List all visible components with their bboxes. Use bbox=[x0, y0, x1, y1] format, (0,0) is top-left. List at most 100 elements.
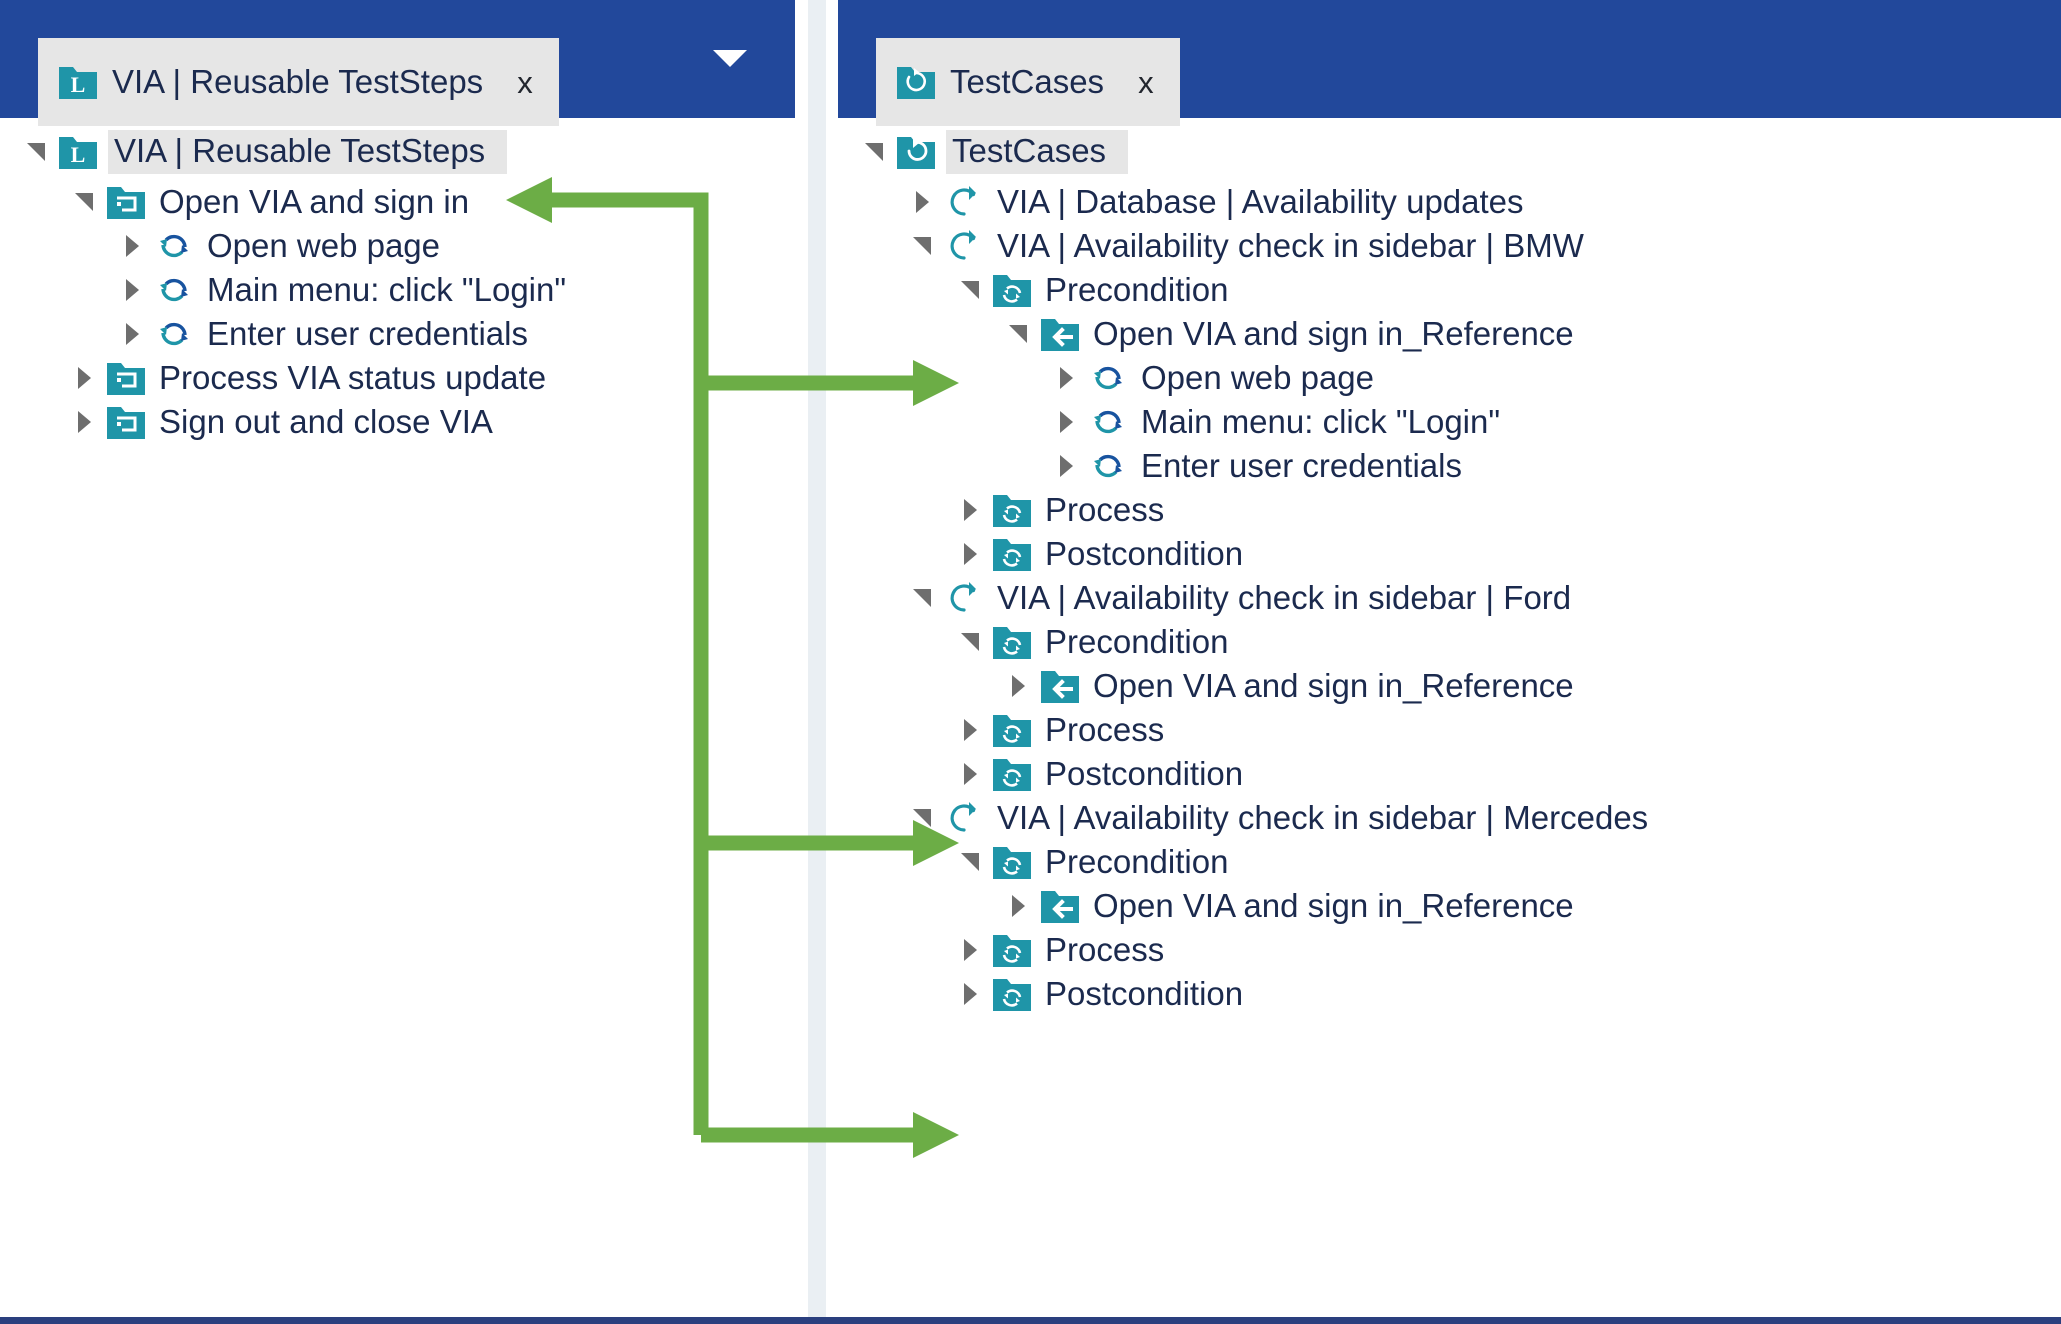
tree-row[interactable]: Main menu: click "Login" bbox=[838, 400, 2061, 444]
tree-row[interactable]: VIA | Availability check in sidebar | BM… bbox=[838, 224, 2061, 268]
tree-row[interactable]: Open VIA and sign in bbox=[0, 180, 795, 224]
tree-row[interactable]: TestCases bbox=[838, 124, 2061, 180]
tree-row-label: Open VIA and sign in_Reference bbox=[1093, 887, 1574, 924]
twisty-expanded-icon[interactable] bbox=[908, 584, 936, 612]
twisty-collapsed-icon[interactable] bbox=[1004, 892, 1032, 920]
reference-folder-icon bbox=[1040, 315, 1080, 353]
testcase-icon bbox=[944, 799, 984, 837]
tree-row-label: VIA | Availability check in sidebar | BM… bbox=[997, 227, 1584, 264]
twisty-expanded-icon[interactable] bbox=[956, 628, 984, 656]
tree-row[interactable]: Open VIA and sign in_Reference bbox=[838, 884, 2061, 928]
tree-row[interactable]: Process bbox=[838, 928, 2061, 972]
tree-row-label: Precondition bbox=[1045, 623, 1229, 660]
tree-row-label: Main menu: click "Login" bbox=[1141, 403, 1501, 440]
twisty-collapsed-icon[interactable] bbox=[1052, 452, 1080, 480]
tree-row[interactable]: Precondition bbox=[838, 268, 2061, 312]
tree-row[interactable]: Open web page bbox=[838, 356, 2061, 400]
twisty-collapsed-icon[interactable] bbox=[118, 320, 146, 348]
teststep-folder-icon bbox=[106, 403, 146, 441]
twisty-expanded-icon[interactable] bbox=[908, 804, 936, 832]
tree-row-label: Precondition bbox=[1045, 271, 1229, 308]
panel-splitter[interactable] bbox=[795, 0, 838, 1317]
tree-row-label: Open VIA and sign in_Reference bbox=[1093, 667, 1574, 704]
tab-strip-left: L VIA | Reusable TestSteps x bbox=[0, 0, 795, 126]
tree-row[interactable]: VIA | Availability check in sidebar | Me… bbox=[838, 796, 2061, 840]
tree-row-label: Postcondition bbox=[1045, 535, 1244, 572]
twisty-expanded-icon[interactable] bbox=[908, 232, 936, 260]
tree-row[interactable]: VIA | Database | Availability updates bbox=[838, 180, 2061, 224]
tree-row[interactable]: Precondition bbox=[838, 620, 2061, 664]
tree-row-label: Process bbox=[1045, 711, 1165, 748]
tree-row[interactable]: Open web page bbox=[0, 224, 795, 268]
twisty-collapsed-icon[interactable] bbox=[1004, 672, 1032, 700]
action-refresh-icon bbox=[154, 227, 194, 265]
tree-row[interactable]: Postcondition bbox=[838, 972, 2061, 1016]
tree-row[interactable]: VIA | Availability check in sidebar | Fo… bbox=[838, 576, 2061, 620]
tree-row-label: VIA | Reusable TestSteps bbox=[108, 130, 508, 174]
teststep-folder-icon bbox=[106, 359, 146, 397]
tree-row[interactable]: Enter user credentials bbox=[0, 312, 795, 356]
tab-label: TestCases bbox=[950, 63, 1105, 100]
twisty-expanded-icon[interactable] bbox=[956, 276, 984, 304]
action-refresh-icon bbox=[1088, 447, 1128, 485]
chevron-down-icon[interactable] bbox=[713, 50, 747, 67]
twisty-expanded-icon[interactable] bbox=[22, 138, 50, 166]
twisty-collapsed-icon[interactable] bbox=[956, 496, 984, 524]
twisty-collapsed-icon[interactable] bbox=[956, 936, 984, 964]
twisty-collapsed-icon[interactable] bbox=[70, 408, 98, 436]
tree-row-label: TestCases bbox=[946, 130, 1129, 174]
close-icon[interactable]: x bbox=[1138, 64, 1154, 100]
twisty-collapsed-icon[interactable] bbox=[1052, 408, 1080, 436]
svg-text:L: L bbox=[71, 72, 86, 97]
tree-row[interactable]: Enter user credentials bbox=[838, 444, 2061, 488]
reference-folder-icon bbox=[1040, 667, 1080, 705]
phase-folder-icon bbox=[992, 271, 1032, 309]
testcase-icon bbox=[944, 183, 984, 221]
twisty-collapsed-icon[interactable] bbox=[956, 716, 984, 744]
tree-row-label: Enter user credentials bbox=[207, 315, 528, 352]
twisty-expanded-icon[interactable] bbox=[70, 188, 98, 216]
teststep-folder-icon bbox=[106, 183, 146, 221]
twisty-collapsed-icon[interactable] bbox=[118, 276, 146, 304]
twisty-collapsed-icon[interactable] bbox=[956, 980, 984, 1008]
tree-row-label: Process bbox=[1045, 931, 1165, 968]
tree-row[interactable]: Open VIA and sign in_Reference bbox=[838, 312, 2061, 356]
twisty-collapsed-icon[interactable] bbox=[118, 232, 146, 260]
tree-row[interactable]: Process bbox=[838, 488, 2061, 532]
tree-row-label: VIA | Database | Availability updates bbox=[997, 183, 1524, 220]
tree-row[interactable]: Open VIA and sign in_Reference bbox=[838, 664, 2061, 708]
twisty-collapsed-icon[interactable] bbox=[956, 760, 984, 788]
tree-row[interactable]: Sign out and close VIA bbox=[0, 400, 795, 444]
tab-testcases[interactable]: TestCases x bbox=[876, 38, 1180, 126]
action-refresh-icon bbox=[1088, 359, 1128, 397]
tree-row[interactable]: Process bbox=[838, 708, 2061, 752]
tree-row-label: Open web page bbox=[1141, 359, 1375, 396]
tab-label: VIA | Reusable TestSteps bbox=[112, 63, 484, 100]
twisty-collapsed-icon[interactable] bbox=[70, 364, 98, 392]
tree-row[interactable]: Precondition bbox=[838, 840, 2061, 884]
phase-folder-icon bbox=[992, 755, 1032, 793]
tree-row-label: Open VIA and sign in bbox=[159, 183, 470, 220]
twisty-expanded-icon[interactable] bbox=[956, 848, 984, 876]
tab-strip-right: TestCases x bbox=[838, 0, 2061, 126]
tree-row[interactable]: Postcondition bbox=[838, 752, 2061, 796]
close-icon[interactable]: x bbox=[517, 64, 533, 100]
tree-row[interactable]: Postcondition bbox=[838, 532, 2061, 576]
twisty-expanded-icon[interactable] bbox=[860, 138, 888, 166]
tab-reusable-teststeps[interactable]: L VIA | Reusable TestSteps x bbox=[38, 38, 559, 126]
tree-row-label: Precondition bbox=[1045, 843, 1229, 880]
twisty-collapsed-icon[interactable] bbox=[956, 540, 984, 568]
tree-row[interactable]: Main menu: click "Login" bbox=[0, 268, 795, 312]
twisty-collapsed-icon[interactable] bbox=[908, 188, 936, 216]
phase-folder-icon bbox=[992, 491, 1032, 529]
testcase-folder-icon bbox=[896, 133, 936, 171]
twisty-collapsed-icon[interactable] bbox=[1052, 364, 1080, 392]
tree-row[interactable]: Process VIA status update bbox=[0, 356, 795, 400]
twisty-expanded-icon[interactable] bbox=[1004, 320, 1032, 348]
tree-row-label: Open web page bbox=[207, 227, 441, 264]
